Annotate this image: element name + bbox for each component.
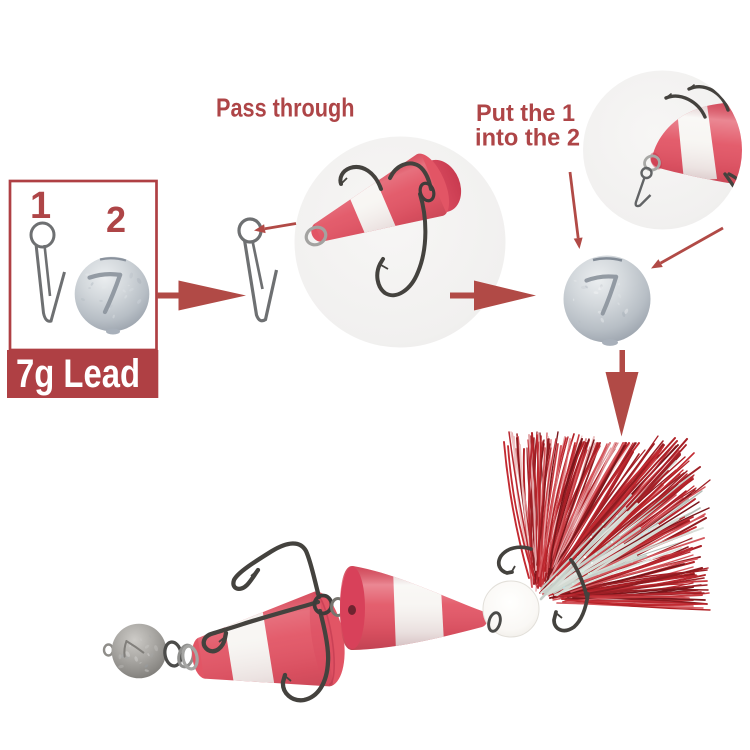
svg-text:2: 2 — [106, 199, 126, 240]
svg-text:1: 1 — [30, 185, 51, 227]
svg-text:into the 2: into the 2 — [475, 125, 580, 152]
svg-text:7g Lead: 7g Lead — [16, 352, 140, 396]
svg-text:Put the 1: Put the 1 — [476, 100, 575, 127]
svg-text:Pass through: Pass through — [216, 93, 355, 123]
